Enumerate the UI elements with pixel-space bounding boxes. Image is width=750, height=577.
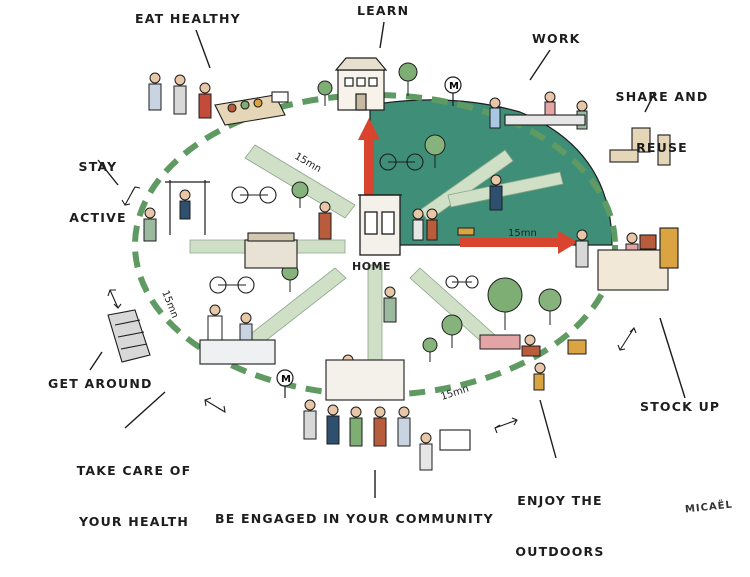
arrow-right: [460, 231, 578, 254]
svg-text:M: M: [281, 374, 291, 385]
label-be-engaged: BE ENGAGED IN YOUR COMMUNITY: [215, 511, 494, 526]
distance-right: 15mn: [508, 228, 537, 239]
reuse-furniture: [609, 127, 671, 166]
leader-lines: [89, 21, 686, 498]
label-enjoy-outdoors-line2: OUTDOORS: [515, 544, 605, 559]
label-learn: LEARN: [357, 3, 410, 18]
label-eat-healthy: EAT HEALTHY: [135, 11, 241, 26]
home-label: HOME: [352, 260, 391, 273]
label-enjoy-outdoors-line1: ENJOY THE: [517, 493, 603, 508]
label-stay-active-line1: STAY: [78, 159, 118, 174]
community-board: [325, 359, 471, 451]
food-stand: [244, 232, 298, 269]
picnic-area: [479, 334, 587, 355]
grocery-shop: [597, 227, 679, 291]
stairs: [107, 309, 151, 363]
label-get-around: GET AROUND: [48, 376, 153, 391]
label-share-reuse-line1: SHARE AND: [615, 89, 709, 104]
label-take-care: TAKE CARE OF YOUR HEALTH: [64, 428, 204, 547]
trees: [281, 62, 562, 362]
ring-arrows: [107, 186, 637, 434]
home-building: [358, 194, 402, 256]
label-stay-active-line2: ACTIVE: [69, 210, 127, 225]
label-take-care-line2: YOUR HEALTH: [78, 514, 190, 529]
metro-sign-bottom: M: [276, 369, 294, 398]
label-work: WORK: [532, 31, 581, 46]
label-stock-up: STOCK UP: [640, 399, 721, 414]
label-take-care-line1: TAKE CARE OF: [76, 463, 192, 478]
city-diagram: HOME: [89, 21, 686, 498]
exercise-frame: [165, 180, 210, 235]
label-share-reuse-line2: REUSE: [636, 140, 688, 155]
bikes: [209, 153, 479, 294]
label-enjoy-outdoors: ENJOY THE OUTDOORS: [500, 458, 620, 577]
label-share-reuse: SHARE AND REUSE: [612, 54, 712, 173]
arrow-up: [358, 118, 380, 210]
neighbourhood-ring: [132, 92, 618, 398]
metro-sign-top: M: [444, 76, 462, 106]
coworking-table: [504, 114, 586, 126]
distance-left: 15mn: [159, 289, 180, 320]
school-building: [334, 57, 388, 111]
dog: [457, 227, 475, 236]
market-stall: [214, 91, 289, 126]
svg-text:M: M: [449, 81, 459, 92]
health-clinic: [199, 339, 276, 365]
label-stay-active: STAY ACTIVE: [58, 124, 138, 243]
